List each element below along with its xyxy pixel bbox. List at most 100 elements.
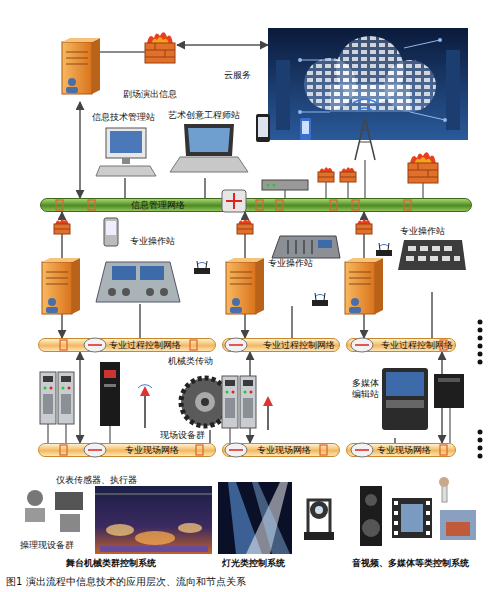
firewall-icon bbox=[54, 219, 70, 234]
console-icon bbox=[304, 240, 305, 254]
switch-icon bbox=[225, 443, 247, 457]
computer-icon bbox=[96, 166, 156, 176]
antenna-icon bbox=[140, 386, 150, 396]
film-icon bbox=[394, 501, 398, 505]
console-icon bbox=[444, 246, 452, 251]
phone-icon bbox=[300, 118, 311, 140]
router-icon bbox=[273, 184, 276, 187]
continuation-dots bbox=[478, 430, 483, 435]
drive-icon bbox=[104, 384, 116, 387]
system-name: 灯光类控制系统 bbox=[222, 558, 285, 569]
switch-arrows bbox=[355, 344, 369, 346]
speaker-icon bbox=[360, 486, 382, 546]
connector-line bbox=[79, 352, 81, 443]
cloud-image bbox=[268, 28, 468, 140]
firewall-icon bbox=[356, 219, 372, 234]
system-name: 音视频、多媒体等类控制系统 bbox=[352, 558, 469, 569]
switch-icon bbox=[84, 338, 106, 352]
switch-icon bbox=[84, 443, 106, 457]
console-icon bbox=[432, 246, 440, 251]
equipment-node: 机械类传动 bbox=[168, 356, 246, 430]
switch-icon bbox=[222, 190, 246, 212]
firewall-icon bbox=[340, 167, 356, 182]
continuation-dots bbox=[478, 328, 483, 333]
switch-icon bbox=[351, 443, 373, 457]
antenna-icon bbox=[138, 385, 152, 388]
switch-arrows bbox=[88, 345, 369, 450]
link-line bbox=[284, 190, 285, 198]
tower-icon bbox=[359, 142, 371, 143]
film-icon bbox=[392, 498, 432, 538]
node-label: 艺术创意工程师站 bbox=[168, 110, 240, 121]
console-icon bbox=[398, 240, 466, 270]
film-icon bbox=[394, 531, 398, 535]
continuation-dots bbox=[478, 446, 483, 451]
server-node: 剧场演出信息 bbox=[62, 36, 177, 102]
server-icon bbox=[62, 38, 100, 94]
console-icon bbox=[96, 262, 180, 302]
connector-line bbox=[177, 44, 268, 46]
laptop-icon bbox=[188, 128, 230, 152]
port-marks bbox=[440, 445, 447, 455]
cloud-image bbox=[276, 60, 290, 130]
computer-icon bbox=[110, 131, 142, 153]
console-icon bbox=[108, 288, 116, 296]
firewall-icon bbox=[356, 219, 372, 234]
wifi-icon bbox=[376, 243, 392, 256]
moving-head-light bbox=[304, 500, 334, 540]
robot-icons bbox=[25, 490, 83, 532]
console-icon bbox=[96, 262, 180, 302]
router-icon bbox=[262, 180, 308, 190]
equipment-node: 多媒体编辑站 bbox=[352, 360, 428, 438]
robot-icons bbox=[25, 508, 45, 522]
cabinet-icon bbox=[40, 372, 56, 424]
stage-photo bbox=[95, 486, 212, 554]
robot-icons bbox=[55, 492, 83, 510]
port-marks bbox=[190, 340, 197, 350]
moving-head-light bbox=[315, 506, 323, 514]
tower-icon bbox=[356, 108, 374, 112]
tablet-icon bbox=[256, 114, 270, 142]
connector-line bbox=[431, 292, 433, 338]
console-icon bbox=[418, 256, 426, 261]
text-label: 现场设备群 bbox=[160, 430, 205, 441]
server-icon bbox=[42, 258, 80, 314]
computer-icon bbox=[122, 158, 130, 164]
stage-photo bbox=[95, 494, 212, 495]
firewall-icon bbox=[237, 219, 253, 234]
photo-icon bbox=[440, 510, 476, 540]
link-line bbox=[100, 51, 145, 53]
tablet-icon bbox=[258, 117, 268, 137]
node-label: 机械类传动 bbox=[168, 356, 213, 367]
antenna-icon bbox=[263, 396, 273, 406]
server-icon bbox=[345, 258, 383, 314]
firewall-icon bbox=[408, 152, 438, 183]
cabinet-icon bbox=[222, 376, 238, 428]
film-icon bbox=[426, 501, 430, 505]
editing-station-icon bbox=[438, 378, 460, 382]
phone-icon bbox=[302, 121, 309, 134]
phone-icon bbox=[300, 118, 311, 140]
text-label: 仪表传感器、执行器 bbox=[56, 475, 137, 486]
link-line bbox=[422, 183, 423, 198]
firewall-icon bbox=[145, 32, 175, 63]
film-icon bbox=[426, 521, 430, 525]
switch-icon bbox=[226, 193, 242, 209]
console-icon bbox=[408, 246, 416, 251]
cloud-image bbox=[330, 84, 410, 112]
port-marks bbox=[60, 340, 67, 350]
film-icon bbox=[426, 511, 430, 515]
node-label: 专业现场网络 bbox=[125, 445, 179, 456]
computer-icon bbox=[106, 128, 146, 158]
console-icon bbox=[112, 266, 136, 280]
editing-station-icon bbox=[386, 372, 424, 396]
switch-arrows bbox=[355, 449, 369, 451]
editing-station-icon bbox=[382, 368, 464, 430]
operator-station: 专业操作站 bbox=[266, 228, 340, 306]
connector-line bbox=[139, 304, 141, 338]
speaker-icon bbox=[360, 486, 382, 546]
cloud-image bbox=[298, 110, 302, 114]
